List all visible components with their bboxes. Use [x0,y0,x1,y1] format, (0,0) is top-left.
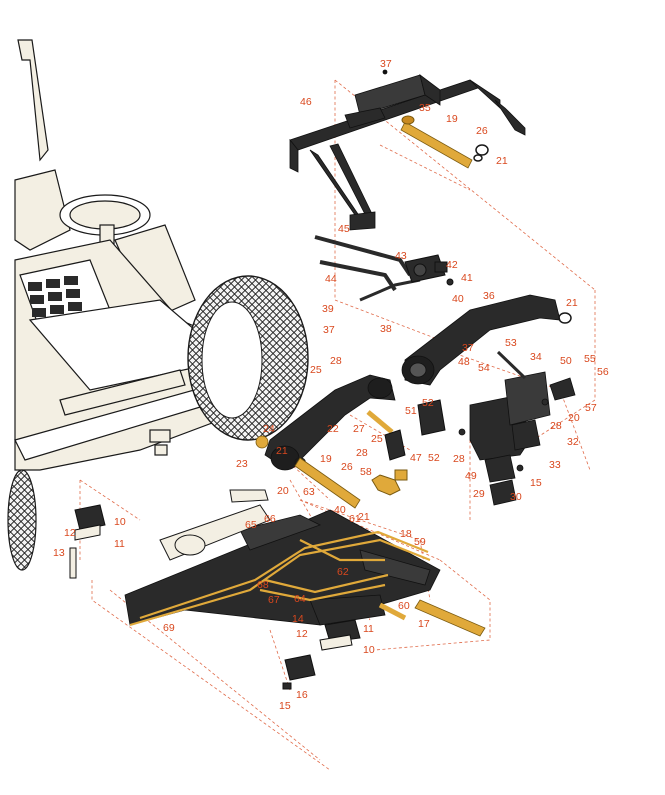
callout-69: 69 [163,622,175,634]
callout-11b: 11 [363,623,374,635]
callout-47: 47 [410,452,422,464]
callout-25b: 25 [371,433,383,445]
hydraulic-tubes [129,530,431,627]
callout-53: 53 [505,337,517,349]
callout-28d: 28 [453,453,465,465]
lift-arm-36 [401,294,572,386]
callout-29: 29 [473,488,485,500]
pin-19-lower [294,457,361,509]
pin-19-top [400,115,489,169]
callout-14: 14 [292,613,304,625]
callout-63: 63 [303,486,315,498]
callout-54: 54 [478,362,490,374]
callout-40: 40 [452,293,464,305]
callout-52: 52 [422,397,434,409]
callout-13: 13 [53,547,65,559]
callout-40b: 40 [334,504,346,516]
callout-27: 27 [353,423,365,435]
callout-61: 61 [349,513,361,525]
callout-43: 43 [395,250,407,262]
callout-15b: 15 [279,700,291,712]
callout-11: 11 [114,538,125,550]
roller-17 [378,599,486,637]
callout-48: 48 [458,356,470,368]
callout-21c: 21 [276,445,288,457]
callout-23: 23 [236,458,248,470]
callout-66: 66 [264,513,276,525]
rear-brackets [458,371,576,506]
callout-10b: 10 [363,644,375,656]
callout-68: 68 [257,579,269,591]
tractor-body [14,39,261,471]
callout-60: 60 [398,600,410,612]
callout-17: 17 [418,618,430,630]
lift-arm-22 [255,374,396,471]
callout-20b: 20 [277,485,289,497]
callout-28b: 28 [330,355,342,367]
callout-32: 32 [567,436,579,448]
callout-15: 15 [530,477,542,489]
callout-67: 67 [268,594,280,606]
callout-25: 25 [310,364,322,376]
cylinder-43 [404,254,454,286]
callout-57: 57 [585,402,597,414]
fitting-58 [371,469,408,496]
callout-33: 33 [549,459,561,471]
callout-12: 12 [64,527,76,539]
callout-24: 24 [263,423,275,435]
callout-64: 64 [294,593,306,605]
rear-tire [187,275,309,441]
callout-56: 56 [597,366,609,378]
callout-55: 55 [584,353,596,365]
pin-27 [366,410,394,434]
callout-52b: 52 [428,452,440,464]
front-tire [7,469,37,571]
callout-26b: 26 [341,461,353,473]
lift-frame-46 [289,69,526,231]
callout-45: 45 [338,223,350,235]
callout-30: 30 [510,491,522,503]
hydraulic-hoses [314,235,421,302]
callout-19b: 19 [320,453,332,465]
callout-22: 22 [327,423,339,435]
callout-44: 44 [325,273,337,285]
callout-35: 35 [419,102,431,114]
callout-46: 46 [300,96,312,108]
callout-38: 38 [380,323,392,335]
callout-51: 51 [405,405,417,417]
brackets-10-11-12 [69,504,361,690]
callout-28: 28 [550,420,562,432]
callout-65: 65 [245,519,257,531]
callout-42: 42 [446,259,458,271]
callout-49: 49 [465,470,477,482]
callout-39: 39 [322,303,334,315]
callout-21b: 21 [566,297,578,309]
deck-bracket [159,489,271,561]
callout-59: 59 [414,536,426,548]
callout-41: 41 [461,272,473,284]
callout-19: 19 [446,113,458,125]
callout-labels: 37 46 35 19 26 21 45 43 42 41 44 40 36 2… [53,58,609,712]
callout-26: 26 [476,125,488,137]
callout-34: 34 [530,351,542,363]
callout-21: 21 [496,155,508,167]
callout-28c: 28 [356,447,368,459]
callout-16: 16 [296,689,308,701]
callout-36: 36 [483,290,495,302]
pin-54 [496,350,527,380]
callout-62: 62 [337,566,349,578]
callout-50: 50 [560,355,572,367]
callout-10: 10 [114,516,126,528]
callout-37c: 37 [462,342,474,354]
callout-37b: 37 [323,324,335,336]
callout-20: 20 [568,412,580,424]
callout-21d: 21 [358,511,370,523]
callout-12b: 12 [296,628,308,640]
callout-58: 58 [360,466,372,478]
bracket-51 [384,399,446,461]
callout-37: 37 [380,58,392,70]
callout-18: 18 [400,528,412,540]
